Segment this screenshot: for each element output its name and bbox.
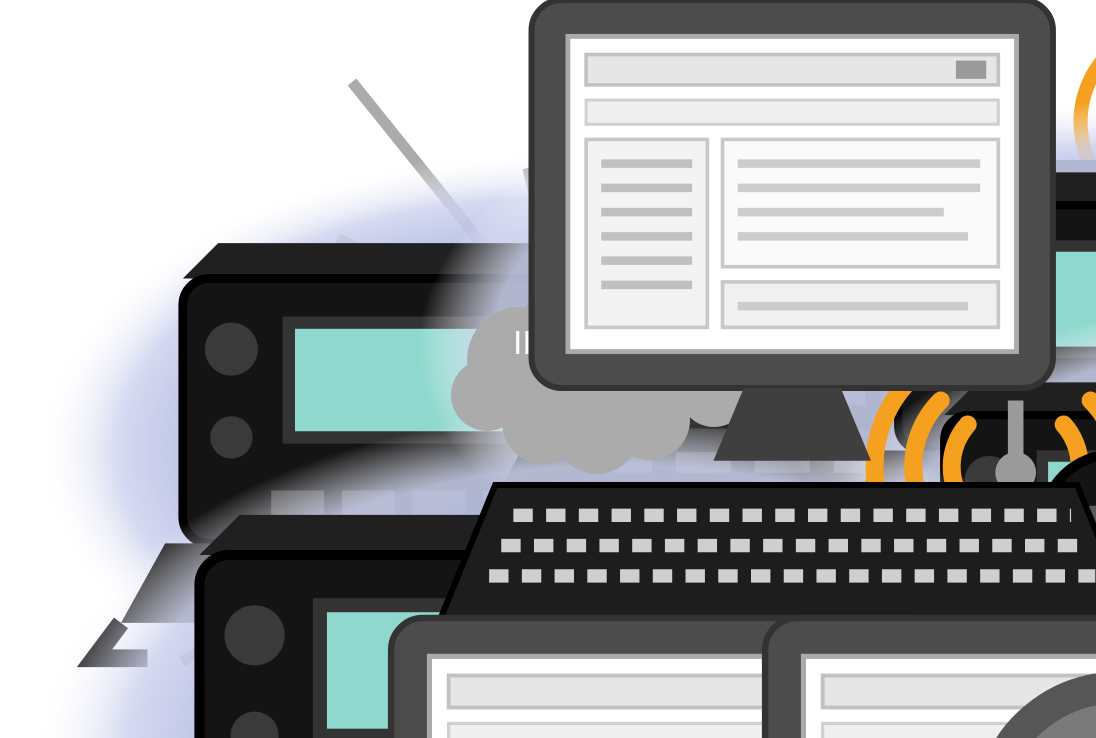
workstation-top-left <box>439 0 1096 620</box>
